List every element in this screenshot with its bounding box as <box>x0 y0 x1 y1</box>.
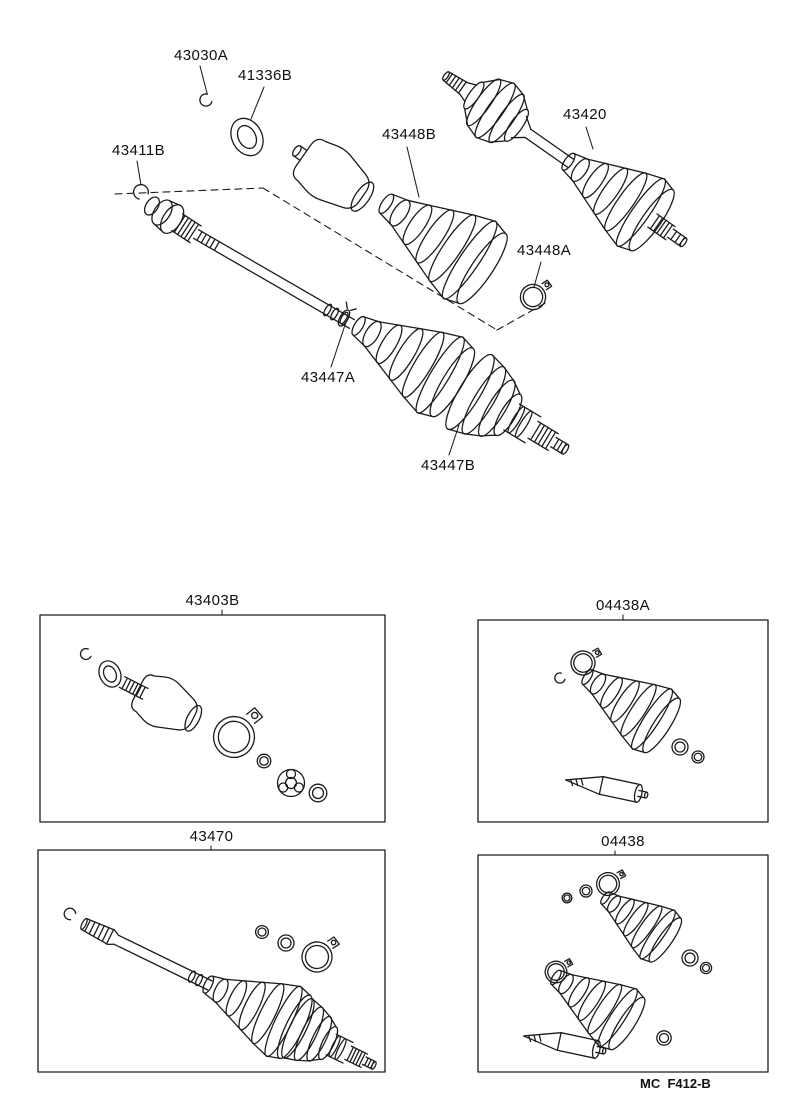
kit-43403b-drawing <box>78 647 328 803</box>
part-label-43030a: 43030A <box>174 47 229 64</box>
clamp-43448a-drawing <box>516 273 554 314</box>
kit-label-04438a: 04438A <box>595 597 651 614</box>
part-label-43447a: 43447A <box>301 369 356 386</box>
kit-box-04438 <box>478 855 768 1072</box>
figure-code: MC F412-B <box>640 1076 711 1091</box>
driveshaft-43420-drawing <box>421 41 709 260</box>
snap-ring-43030a-drawing <box>197 91 214 109</box>
kit-04438a-drawing <box>552 640 705 805</box>
leader-lines <box>137 66 593 455</box>
snap-ring-43411b-drawing <box>130 181 151 201</box>
alignment-dashed-lines <box>115 188 549 330</box>
kit-04438-drawing <box>521 862 713 1061</box>
part-label-43420: 43420 <box>563 106 607 123</box>
kit-box-43470 <box>38 850 385 1072</box>
kit-label-ticks <box>211 610 623 855</box>
kit-label-43403b: 43403B <box>185 592 240 609</box>
part-label-41336b: 41336B <box>238 67 293 84</box>
inner-joint-housing-drawing <box>278 126 384 223</box>
kit-43470-drawing <box>61 905 391 1097</box>
boot-43447b-drawing <box>331 285 485 427</box>
inner-joint-hub-drawing <box>138 189 204 247</box>
boot-43448b-drawing <box>355 161 518 314</box>
kit-label-43470: 43470 <box>189 828 234 845</box>
washer-41336b-drawing <box>223 111 271 163</box>
axle-shaft-drawing <box>193 228 355 329</box>
kit-label-04438: 04438 <box>601 833 645 850</box>
part-label-43448a: 43448A <box>517 242 572 259</box>
clamp-43447a-drawing <box>334 302 356 329</box>
kit-box-43403b <box>40 615 385 822</box>
kit-box-04438a <box>478 620 768 822</box>
part-label-43447b: 43447B <box>421 457 476 474</box>
part-label-43448b: 43448B <box>382 126 437 143</box>
part-label-43411b: 43411B <box>112 142 166 159</box>
